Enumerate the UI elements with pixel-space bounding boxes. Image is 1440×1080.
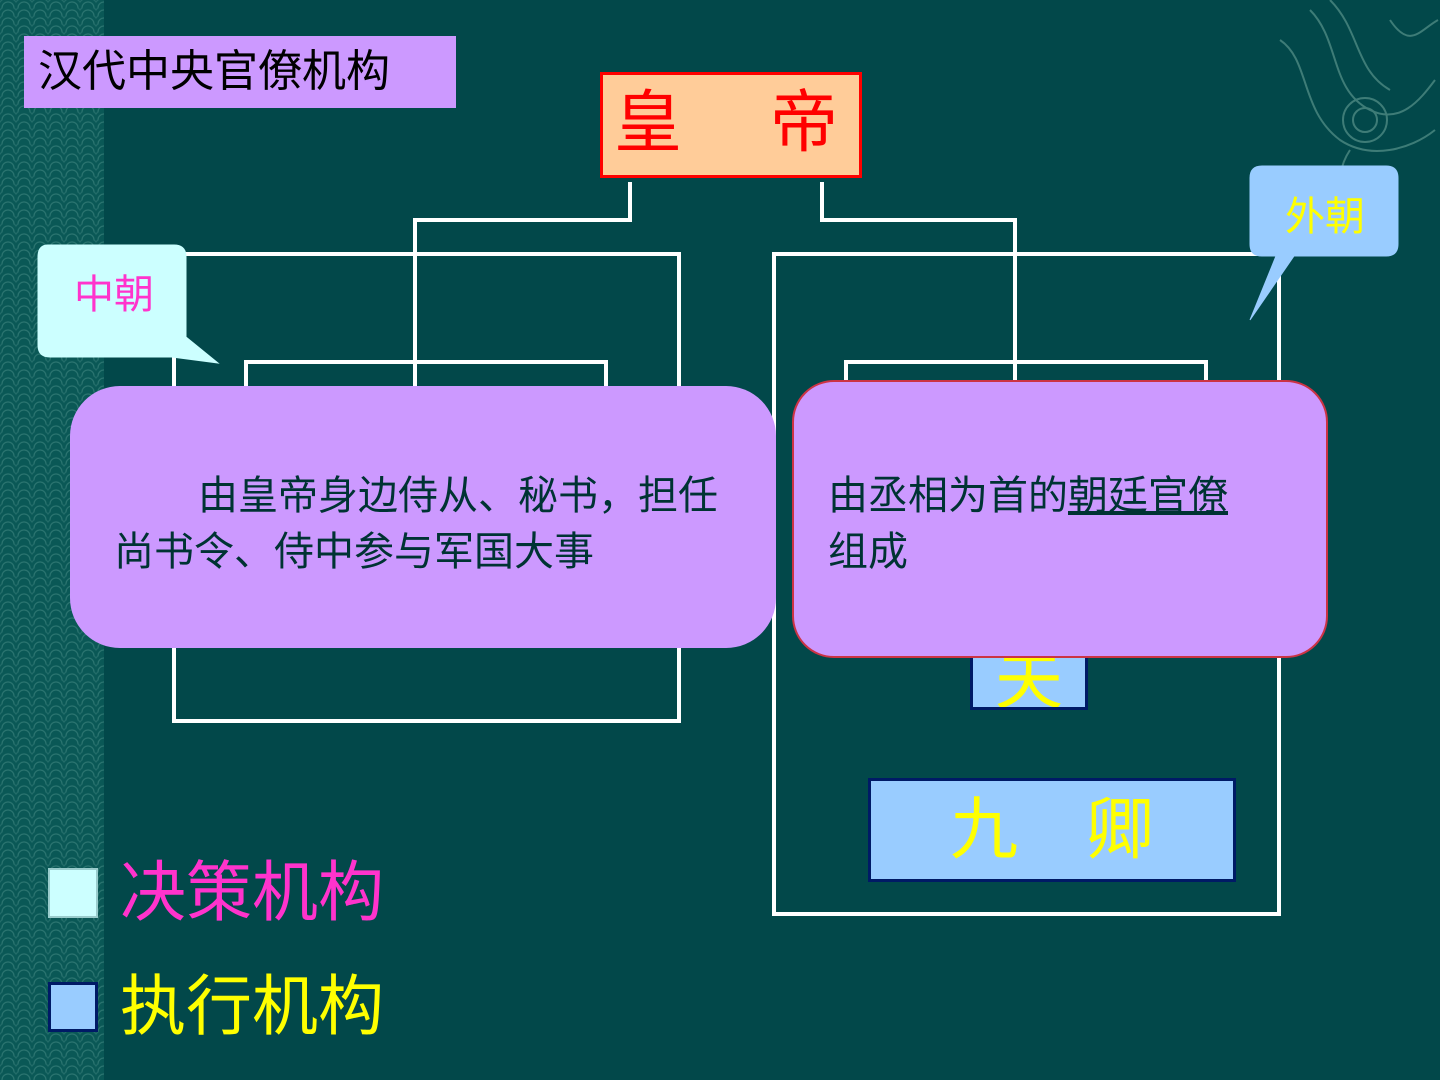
outer-court-description-callout: 由丞相为首的朝廷官僚 组成 (792, 380, 1328, 658)
legend-label-decision: 决策机构 (120, 854, 384, 931)
jiuqing-box: 九 卿 (868, 778, 1236, 882)
outer-court-label: 外朝 (1285, 194, 1365, 240)
outer-court-desc-line1: 由丞相为首的朝廷官僚 (828, 468, 1312, 524)
inner-court-bubble (37, 244, 220, 364)
emperor-box: 皇 帝 (600, 72, 862, 178)
outer-court-desc-part2: 朝廷官僚 (1068, 473, 1228, 519)
outer-court-desc-line2: 组成 (828, 529, 908, 575)
inner-court-description-callout: 由皇帝身边侍从、秘书，担任 尚书令、侍中参与军国大事 (70, 386, 776, 648)
inner-court-label: 中朝 (74, 272, 154, 318)
legend-swatch-decision (48, 868, 98, 918)
legend-label-execution: 执行机构 (120, 968, 384, 1045)
inner-court-desc-line1: 由皇帝身边侍从、秘书，担任 (198, 473, 718, 519)
outer-court-bubble (1249, 165, 1399, 321)
inner-court-desc-line2: 尚书令、侍中参与军国大事 (114, 529, 594, 575)
legend-swatch-execution (48, 982, 98, 1032)
outer-court-desc-part1: 由丞相为首的 (828, 473, 1068, 519)
slide-title: 汉代中央官僚机构 (24, 36, 456, 108)
